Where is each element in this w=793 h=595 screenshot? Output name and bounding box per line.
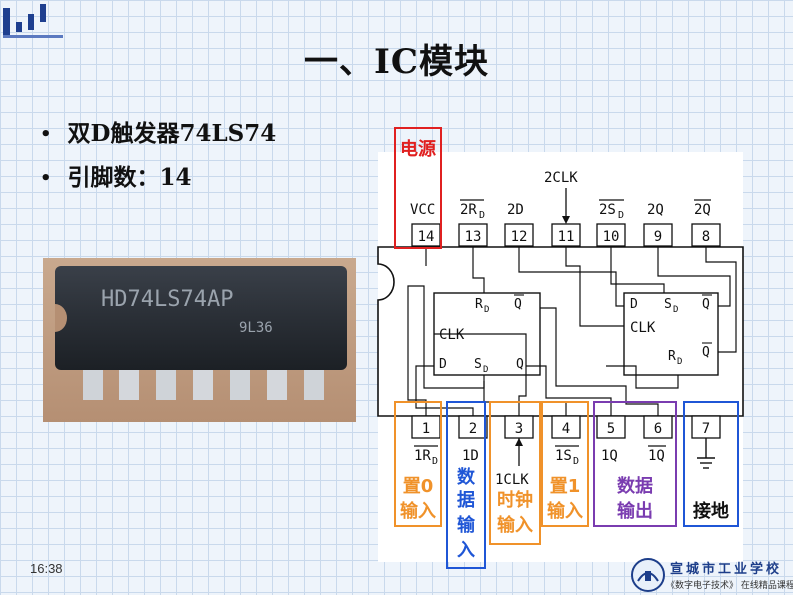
svg-text:Q: Q: [702, 297, 710, 312]
svg-text:R: R: [475, 297, 483, 312]
school-name: 宣城市工业学校: [670, 562, 783, 577]
reset-input-label: 置0: [403, 476, 434, 497]
svg-text:7: 7: [702, 421, 710, 437]
svg-text:14: 14: [418, 229, 435, 245]
svg-text:Q: Q: [514, 297, 522, 312]
bullet-chip-name: •双D触发器74LS74: [40, 120, 277, 147]
svg-text:D: D: [484, 305, 489, 315]
svg-text:S: S: [474, 357, 482, 372]
ground-label: 接地: [693, 500, 729, 522]
internal-wiring: [407, 246, 737, 416]
svg-text:1Q: 1Q: [601, 448, 618, 464]
svg-text:入: 入: [457, 540, 475, 561]
svg-text:3: 3: [515, 421, 523, 437]
svg-text:D: D: [618, 210, 624, 221]
svg-text:1D: 1D: [462, 448, 479, 464]
clk2-label: 2CLK: [544, 170, 578, 186]
svg-text:Q: Q: [516, 357, 524, 372]
svg-text:9: 9: [654, 229, 662, 245]
svg-text:CLK: CLK: [439, 327, 465, 343]
bullet-list: •双D触发器74LS74 •引脚数：14: [40, 112, 276, 200]
svg-text:输入: 输入: [497, 514, 533, 536]
svg-text:VCC: VCC: [410, 202, 435, 218]
pinout-diagram: VCC 2R D 2D 2S D 2Q 2Q 2CLK 14 13 12 11 …: [377, 127, 744, 569]
svg-text:1S: 1S: [555, 448, 572, 464]
course-name: 《数字电子技术》 在线精品课程: [666, 581, 793, 591]
svg-text:CLK: CLK: [630, 320, 656, 336]
svg-text:12: 12: [511, 229, 528, 245]
svg-text:13: 13: [465, 229, 482, 245]
power-label: 电源: [400, 138, 436, 160]
data-input-label: 数: [457, 466, 476, 488]
svg-text:输入: 输入: [547, 500, 583, 522]
chip-photo: HD74LS74AP 9L36: [43, 258, 356, 422]
svg-text:6: 6: [654, 421, 662, 437]
svg-text:D: D: [479, 210, 485, 221]
svg-text:10: 10: [603, 229, 620, 245]
svg-text:1CLK: 1CLK: [495, 472, 529, 488]
svg-text:4: 4: [562, 421, 570, 437]
svg-text:D: D: [630, 297, 638, 312]
ground-icon: [697, 438, 715, 469]
bottom-pin-signals: 1R D 1D 1CLK 1S D 1Q 1Q: [414, 445, 666, 488]
svg-text:D: D: [573, 456, 579, 467]
chip-date-code: 9L36: [239, 320, 273, 336]
svg-text:输: 输: [457, 514, 476, 536]
set-input-label: 置1: [550, 476, 581, 497]
svg-text:Q: Q: [702, 345, 710, 360]
svg-text:2S: 2S: [599, 202, 616, 218]
data-output-label: 数据: [617, 475, 653, 497]
svg-text:2R: 2R: [460, 202, 477, 218]
flip-flop-labels: R D Q CLK D S D Q D S D Q CLK R D Q: [439, 297, 710, 375]
svg-text:8: 8: [702, 229, 710, 245]
svg-text:D: D: [432, 456, 438, 467]
slide-title: 一、IC模块: [304, 42, 489, 82]
flip-flop-2: [623, 292, 719, 376]
svg-text:S: S: [664, 297, 672, 312]
bottom-pins: 1 2 3 4 5 6 7: [411, 415, 721, 439]
svg-text:据: 据: [457, 489, 475, 511]
flip-flop-bars: [514, 294, 712, 344]
clock-input-label: 时钟: [497, 489, 533, 511]
slide-time: 16:38: [30, 561, 63, 576]
svg-text:11: 11: [558, 229, 575, 245]
svg-text:1R: 1R: [414, 448, 431, 464]
svg-text:R: R: [668, 349, 676, 364]
svg-text:2D: 2D: [507, 202, 524, 218]
svg-text:1: 1: [422, 421, 430, 437]
svg-text:输入: 输入: [400, 500, 436, 522]
school-logo: 宣城市工业学校 《数字电子技术》 在线精品课程: [628, 556, 793, 594]
svg-text:1Q: 1Q: [648, 448, 665, 464]
chip-marking: HD74LS74AP: [101, 287, 233, 312]
annotation-labels: 电源 置0 输入 数 据 输 入 时钟 输入 置1 输入 数据 输出 接地: [400, 138, 729, 561]
svg-text:D: D: [439, 357, 447, 372]
svg-text:2: 2: [469, 421, 477, 437]
svg-text:D: D: [483, 365, 488, 375]
svg-text:5: 5: [607, 421, 615, 437]
svg-text:2Q: 2Q: [694, 202, 711, 218]
school-emblem-icon: [631, 558, 665, 592]
top-pin-signals: VCC 2R D 2D 2S D 2Q 2Q 2CLK: [410, 170, 711, 221]
corner-decoration: [0, 0, 70, 40]
svg-text:输出: 输出: [617, 500, 653, 522]
bullet-pin-count: •引脚数：14: [40, 164, 192, 191]
annotation-frames: [394, 127, 739, 569]
svg-text:2Q: 2Q: [647, 202, 664, 218]
svg-text:D: D: [673, 305, 678, 315]
svg-text:D: D: [677, 357, 682, 367]
